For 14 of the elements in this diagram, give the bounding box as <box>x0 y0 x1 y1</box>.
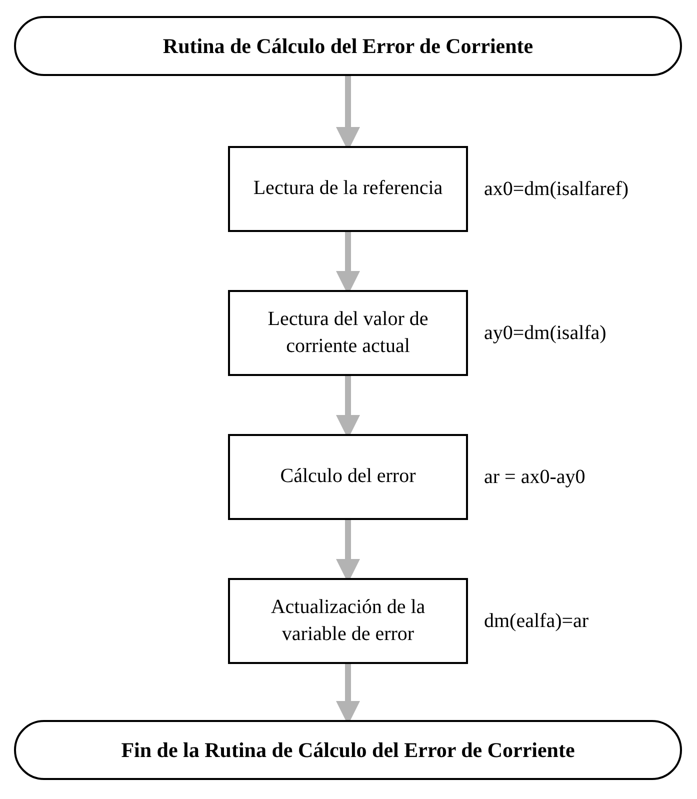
process-box <box>228 434 468 520</box>
process-box <box>228 578 468 664</box>
terminator-label: Fin de la Rutina de Cálculo del Error de Corriente <box>121 736 575 764</box>
process-box <box>228 290 468 376</box>
process-label: Cálculo del error <box>280 464 416 490</box>
annotation-text: ay0=dm(isalfa) <box>484 321 606 346</box>
process-label: Actualización de la variable de error <box>270 594 426 647</box>
terminator-label: Rutina de Cálculo del Error de Corriente <box>162 32 534 60</box>
annotation-text: dm(ealfa)=ar <box>484 609 589 634</box>
process-box <box>228 146 468 232</box>
process-label: Lectura de la referencia <box>253 176 443 202</box>
annotation-text: ax0=dm(isalfaref) <box>484 177 629 202</box>
annotation-text: ar = ax0-ay0 <box>484 465 586 490</box>
process-label: Lectura del valor de corriente actual <box>266 306 430 359</box>
